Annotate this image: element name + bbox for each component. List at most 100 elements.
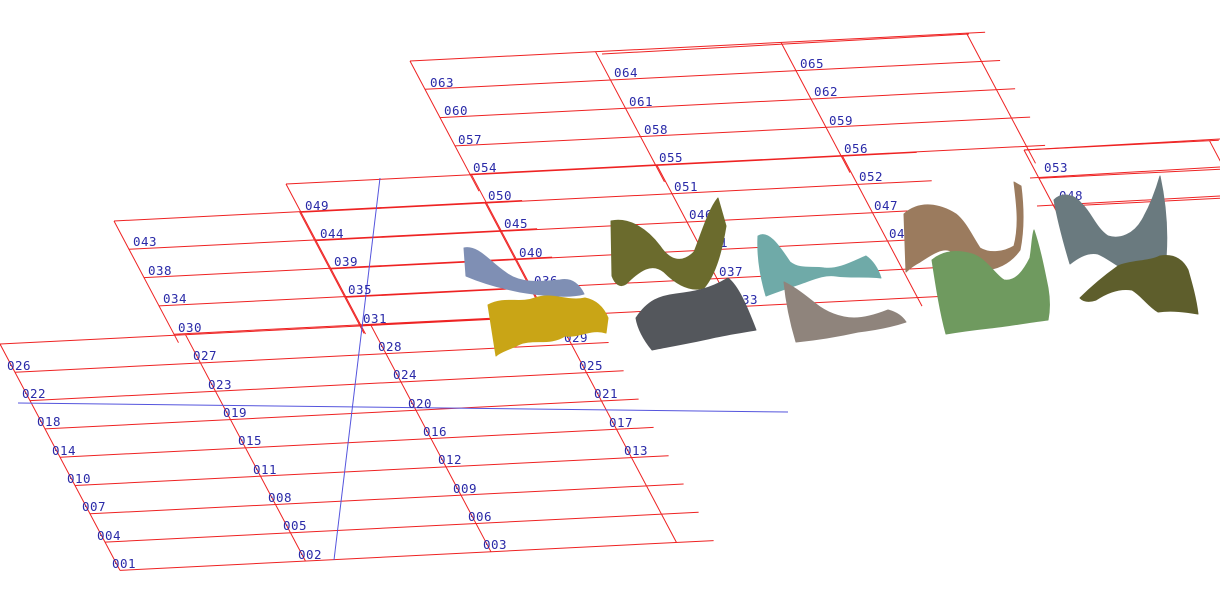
grid-column-line	[556, 315, 677, 543]
surface-brown	[903, 181, 1024, 273]
grid-row-line	[128, 228, 538, 250]
cell-label-024: 024	[393, 367, 417, 382]
grid-column-line	[1209, 140, 1220, 162]
cell-label-047: 047	[874, 198, 898, 213]
cell-label-019: 019	[223, 405, 247, 420]
cell-label-057: 057	[458, 132, 482, 147]
grid-row-line	[29, 370, 624, 402]
grid-row-line	[469, 144, 1046, 175]
cell-label-009: 009	[453, 481, 477, 496]
cell-label-003: 003	[483, 537, 507, 552]
cell-label-039: 039	[334, 254, 358, 269]
grid-column-line	[299, 211, 365, 334]
cell-label-059: 059	[829, 113, 853, 128]
cell-label-049: 049	[305, 198, 329, 213]
grid-column-line	[780, 42, 851, 173]
cell-label-040: 040	[519, 245, 543, 260]
cell-label-031: 031	[363, 311, 387, 326]
cell-label-014: 014	[52, 443, 76, 458]
surface-yellow	[487, 295, 609, 357]
grid-column-line	[0, 343, 121, 571]
axis-line-vertical	[333, 177, 381, 561]
cell-label-045: 045	[504, 216, 528, 231]
grid-row-line	[89, 483, 684, 515]
cell-label-030: 030	[178, 320, 202, 335]
cell-label-038: 038	[148, 263, 172, 278]
cell-label-006: 006	[468, 509, 492, 524]
grid-row-line	[409, 31, 986, 62]
grid-column-line	[185, 334, 306, 562]
cell-label-022: 022	[22, 386, 46, 401]
grid-column-line	[285, 183, 366, 335]
cell-label-037: 037	[719, 264, 743, 279]
cell-label-026: 026	[7, 358, 31, 373]
cell-label-050: 050	[488, 188, 512, 203]
grid-column-line	[113, 220, 179, 343]
grid-column-line	[595, 51, 665, 183]
grid-row-line	[439, 88, 1016, 119]
cell-label-013: 013	[624, 443, 648, 458]
axis-lines	[17, 177, 789, 561]
grid-row-line	[14, 342, 609, 373]
cell-label-004: 004	[97, 528, 121, 543]
cell-label-065: 065	[800, 56, 824, 71]
surface-green	[931, 229, 1050, 335]
grid-row-line	[1029, 166, 1220, 179]
cell-label-017: 017	[609, 415, 633, 430]
surface-blue-grey	[463, 247, 585, 297]
cell-label-023: 023	[208, 377, 232, 392]
grid-row-line	[119, 540, 714, 571]
cell-label-011: 011	[253, 462, 277, 477]
grid-row-line	[1038, 168, 1220, 179]
cell-label-064: 064	[614, 65, 638, 80]
surface-olive	[610, 197, 727, 290]
cell-label-056: 056	[844, 141, 868, 156]
cell-label-020: 020	[408, 396, 432, 411]
cell-label-051: 051	[674, 179, 698, 194]
grid-row-line	[285, 151, 917, 185]
cell-label-043: 043	[133, 234, 157, 249]
cell-label-002: 002	[298, 547, 322, 562]
surface-dark-grey	[635, 277, 757, 351]
cell-label-010: 010	[67, 471, 91, 486]
cell-label-021: 021	[594, 386, 618, 401]
cell-label-012: 012	[438, 452, 462, 467]
cell-label-061: 061	[629, 94, 653, 109]
grid-row-line	[113, 200, 523, 222]
cell-label-005: 005	[283, 518, 307, 533]
grid-row-line	[104, 511, 699, 543]
surface-taupe	[783, 281, 907, 343]
grid-row-line	[59, 426, 654, 458]
grid-row-line	[1023, 138, 1220, 151]
cell-labels: 063 064 065 060 061 062 057 058 059 054 …	[7, 56, 1083, 571]
grid-row-line	[74, 455, 669, 486]
cell-label-052: 052	[859, 169, 883, 184]
grid-row-line	[424, 60, 1001, 90]
cell-label-034: 034	[163, 291, 187, 306]
grid-row-line	[454, 116, 1031, 147]
grid-row-line	[44, 398, 639, 430]
grid-column-line	[842, 155, 923, 307]
grid-column-line	[409, 60, 480, 192]
grid-column-line	[966, 32, 1036, 164]
cell-label-054: 054	[473, 160, 497, 175]
grid-column-line	[1023, 149, 1059, 216]
grid-row-line	[158, 284, 568, 307]
cell-label-062: 062	[814, 84, 838, 99]
surface-teal	[757, 234, 882, 297]
cell-label-028: 028	[378, 339, 402, 354]
axis-line-horizontal	[17, 402, 789, 413]
cell-label-044: 044	[320, 226, 344, 241]
cell-label-018: 018	[37, 414, 61, 429]
cell-label-060: 060	[444, 103, 468, 118]
surface-dark-olive	[1079, 255, 1199, 315]
surfaces	[463, 175, 1199, 357]
grid-row-line	[601, 33, 970, 55]
cell-label-035: 035	[348, 282, 372, 297]
cell-label-055: 055	[659, 150, 683, 165]
grid-column-line	[370, 325, 492, 553]
cell-label-001: 001	[112, 556, 136, 571]
cell-label-063: 063	[430, 75, 454, 90]
cell-label-008: 008	[268, 490, 292, 505]
